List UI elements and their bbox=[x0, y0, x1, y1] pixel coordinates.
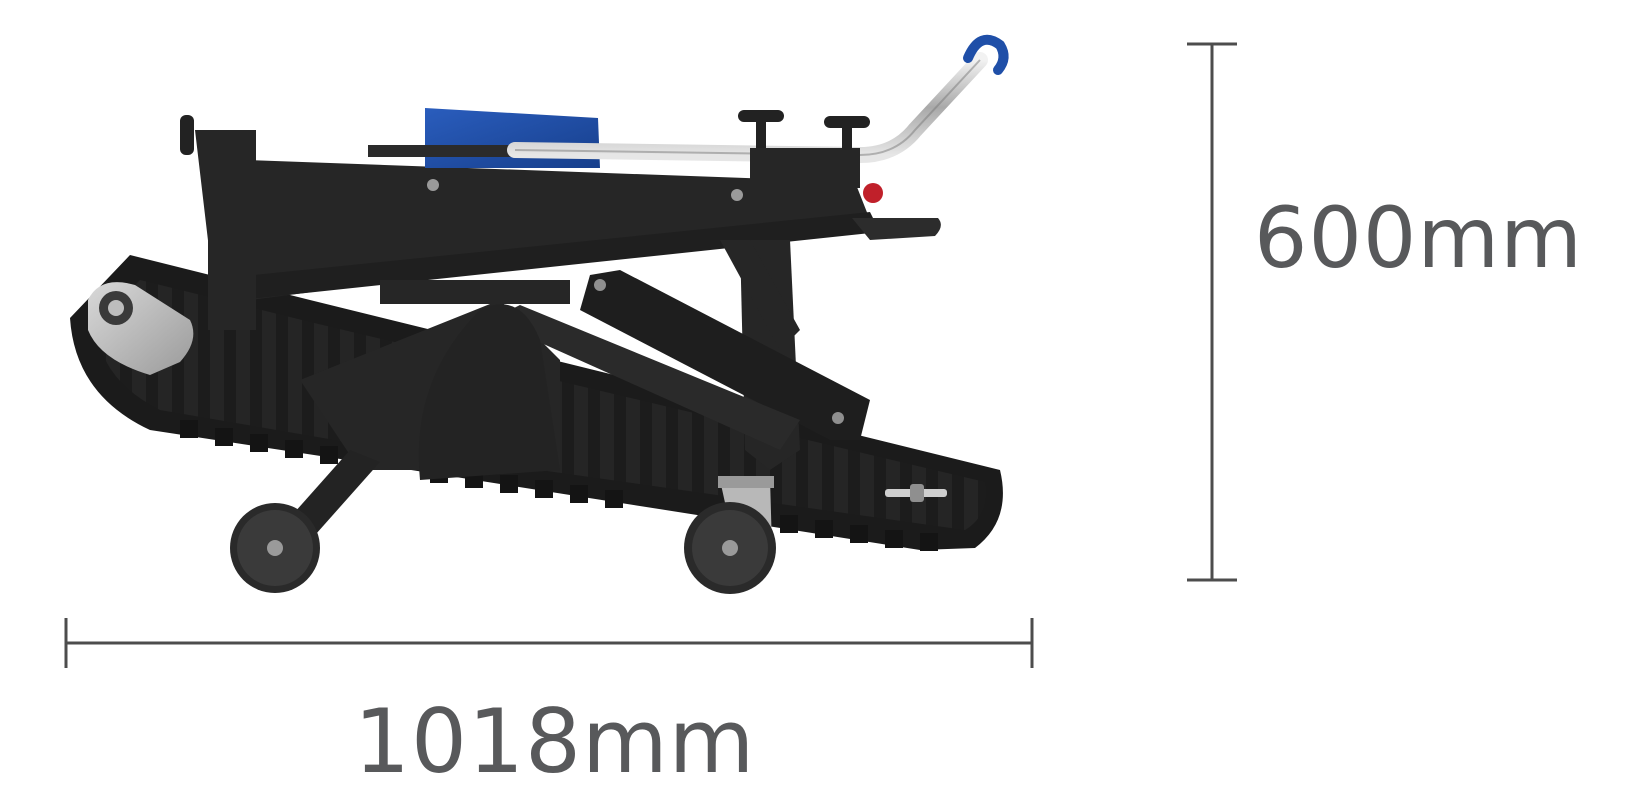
width-dimension-label: 1018mm bbox=[354, 690, 756, 793]
width-dimension-line bbox=[64, 618, 1034, 668]
adjustment-knobs bbox=[180, 110, 870, 155]
main-frame bbox=[195, 130, 880, 470]
handle-bar bbox=[507, 34, 1009, 164]
frame-bolts bbox=[427, 179, 743, 201]
stair-climber-machine: xsto bbox=[70, 34, 1009, 594]
rear-platform bbox=[852, 218, 941, 240]
emergency-stop bbox=[863, 183, 883, 203]
lower-frame-strip bbox=[380, 280, 570, 304]
seat-plate bbox=[425, 108, 600, 168]
track-chrome-detail bbox=[885, 484, 947, 502]
track-end-plate bbox=[88, 282, 194, 375]
center-mount bbox=[418, 304, 560, 480]
front-wheel bbox=[230, 503, 320, 593]
handle-mount-block bbox=[750, 148, 860, 188]
height-dimension-line bbox=[1187, 42, 1237, 582]
rear-wheel bbox=[684, 502, 776, 594]
height-dimension-label: 600mm bbox=[1254, 189, 1583, 287]
